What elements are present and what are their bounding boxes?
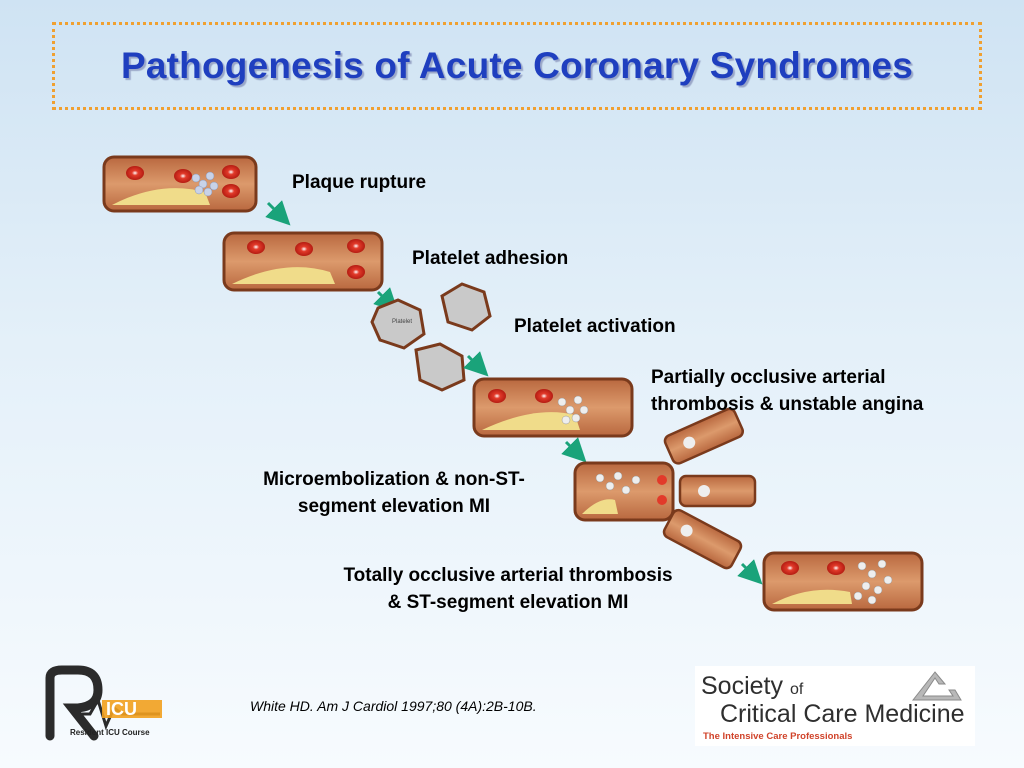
vessel-plaque-rupture (102, 155, 258, 213)
svg-text:ICU: ICU (106, 699, 137, 719)
platelet-label: Platelet (392, 319, 412, 325)
sccm-society: Society (701, 672, 783, 700)
label-total-occlusion-line2: & ST-segment elevation MI (387, 592, 629, 613)
arrow-icon (265, 200, 291, 226)
platelet-icon (440, 282, 492, 332)
ricu-caption: Resident ICU Course (70, 728, 150, 737)
sccm-pyramid-icon (911, 671, 962, 701)
sccm-of: of (789, 681, 804, 698)
label-platelet-adhesion: Platelet adhesion (412, 248, 569, 269)
sccm-tagline: The Intensive Care Professionals (703, 731, 853, 742)
sccm-line1: Society of (701, 672, 803, 701)
title-frame: Pathogenesis of Acute Coronary Syndromes (52, 22, 982, 110)
vessel-microembolization (573, 407, 757, 570)
label-microembolization-line1: Microembolization & non-ST- (263, 469, 525, 490)
vessel-partial-occlusion (472, 377, 634, 438)
citation: White HD. Am J Cardiol 1997;80 (4A):2B-1… (250, 698, 537, 714)
arrow-icon (561, 437, 587, 463)
platelet-icon: Platelet (370, 298, 426, 350)
arrow-icon (373, 287, 399, 313)
label-microembolization-line2: segment elevation MI (297, 496, 491, 517)
vessel-total-occlusion (762, 551, 924, 612)
label-total-occlusion: Totally occlusive arterial thrombosis & … (302, 562, 714, 616)
label-platelet-activation: Platelet activation (514, 316, 676, 337)
sccm-logo: Society of Critical Care Medicine The In… (695, 666, 975, 746)
label-total-occlusion-line1: Totally occlusive arterial thrombosis (343, 565, 673, 586)
ricu-logo: ICU (45, 665, 162, 741)
arrow-icon (737, 559, 763, 585)
label-partial-occlusion-line1: Partially occlusive arterial (651, 367, 886, 388)
vessel-platelet-adhesion (222, 231, 384, 292)
platelet-icon (414, 342, 466, 392)
label-partial-occlusion: Partially occlusive arterial thrombosis … (651, 364, 923, 418)
label-plaque-rupture: Plaque rupture (292, 172, 427, 193)
slide-title: Pathogenesis of Acute Coronary Syndromes (120, 45, 914, 86)
label-partial-occlusion-line2: thrombosis & unstable angina (651, 394, 924, 415)
label-microembolization: Microembolization & non-ST- segment elev… (232, 466, 556, 520)
sccm-line2: Critical Care Medicine (720, 700, 965, 728)
arrow-icon (463, 351, 489, 377)
